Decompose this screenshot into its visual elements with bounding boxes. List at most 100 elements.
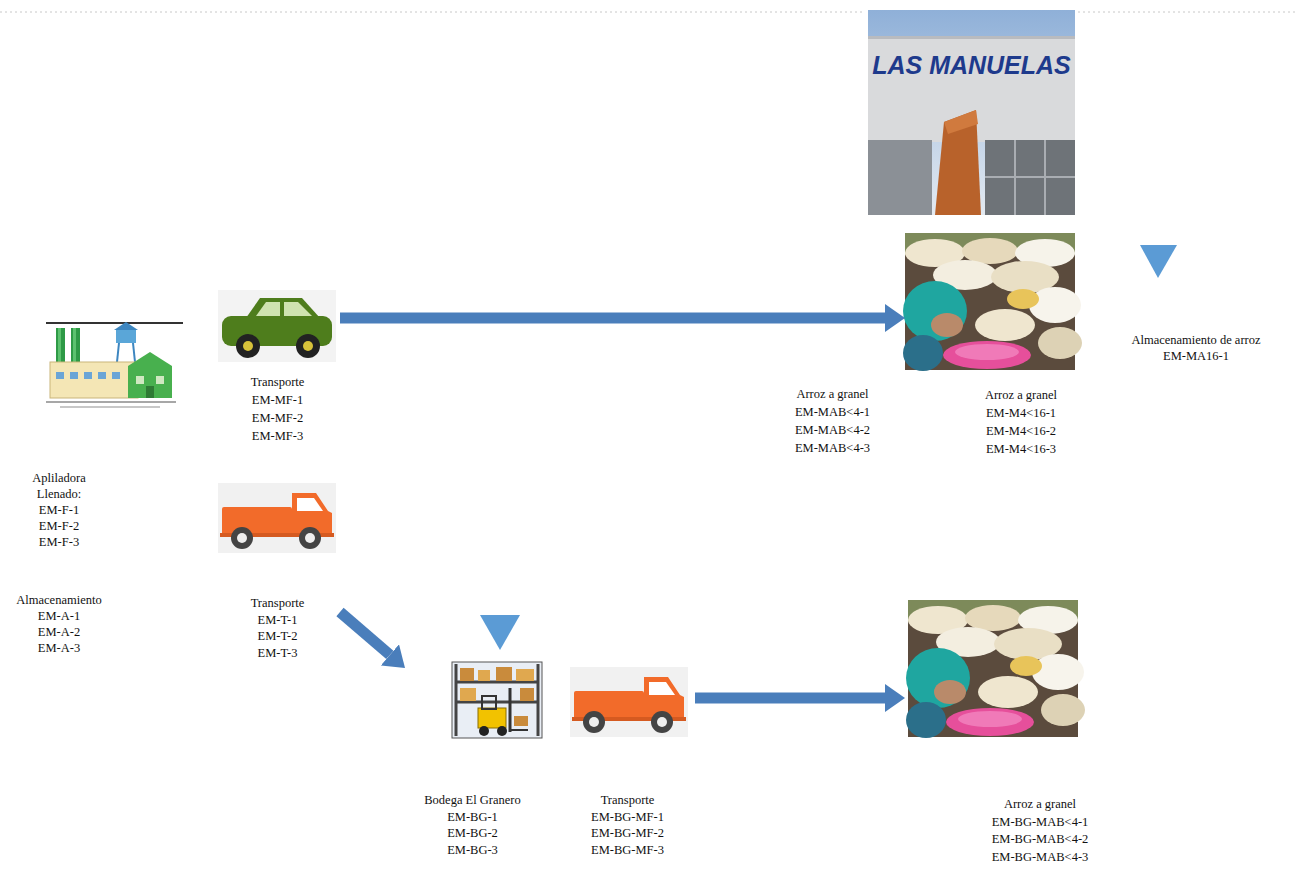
node-label: LAS MANUELAS	[872, 50, 1071, 80]
node-label: EM-M4<16-3	[986, 440, 1056, 458]
car-icon	[243, 341, 253, 351]
node-label: EM-M4<16-2	[986, 422, 1056, 440]
factory-icon	[60, 406, 160, 408]
factory-icon	[112, 372, 120, 379]
warehouse-icon	[482, 696, 496, 709]
flow-arrow	[340, 313, 885, 324]
warehouse-icon	[452, 662, 542, 738]
page-rule	[0, 12, 865, 13]
node-label: EM-MF-1	[252, 391, 303, 409]
storage-triangle	[480, 615, 520, 650]
warehouse-icon	[452, 662, 542, 738]
factory-icon	[46, 401, 176, 403]
node-label: Apliladora	[32, 470, 85, 486]
factory-icon	[117, 343, 119, 362]
car-icon	[303, 341, 313, 351]
building-photo	[868, 36, 1075, 39]
warehouse-icon	[496, 667, 512, 681]
warehouse-icon	[460, 688, 476, 701]
node-label: Bodega El Granero	[424, 792, 521, 809]
warehouse-node: Bodega El GraneroEM-BG-1EM-BG-2EM-BG-3	[405, 612, 540, 858]
transport-node: TransporteEM-BG-MF-1EM-BG-MF-2EM-BG-MF-3	[560, 665, 695, 858]
node-label: EM-MAB<4-2	[795, 421, 870, 439]
factory-icon	[70, 372, 78, 379]
warehouse-icon	[509, 688, 512, 732]
node-label: EM-BG-MF-1	[591, 809, 664, 826]
node-label: EM-A-3	[38, 640, 80, 656]
node-label: Transporte	[251, 595, 305, 612]
page-rule	[0, 12, 1298, 13]
warehouse-icon	[455, 664, 458, 736]
node-label: EM-BG-2	[447, 825, 498, 842]
warehouse-icon	[510, 729, 528, 731]
factory-icon	[116, 330, 136, 343]
factory-icon	[56, 372, 64, 379]
warehouse-icon	[520, 688, 534, 701]
warehouse-icon	[479, 726, 489, 736]
factory-icon	[46, 322, 183, 407]
warehouse-icon	[516, 669, 534, 681]
node-label: Arroz a granel	[1004, 796, 1076, 814]
flow-arrow	[695, 693, 885, 704]
car-icon	[236, 334, 260, 358]
node-label: Llenado:	[37, 486, 81, 502]
building-photo	[868, 140, 932, 215]
node-label: EM-BG-3	[447, 842, 498, 859]
node-label: Transporte	[601, 792, 655, 809]
flow-arrow	[340, 612, 390, 655]
node-label: EM-BG-MAB<4-3	[992, 849, 1089, 867]
factory-icon	[136, 376, 144, 384]
node-label: Arroz a granel	[796, 385, 868, 403]
car-icon	[218, 290, 336, 362]
storage-node: Almacenamiento de arrozEM-MA16-1	[1100, 243, 1292, 364]
car-icon	[256, 302, 280, 316]
factory-icon	[46, 322, 183, 324]
node-label: EM-T-3	[258, 645, 298, 662]
node-label: EM-MAB<4-1	[795, 403, 870, 421]
node-label: EM-MF-2	[252, 409, 303, 427]
building-photo	[935, 110, 981, 215]
building-photo	[868, 10, 1075, 215]
node-label: Almacenamiento	[16, 592, 101, 608]
car-icon	[218, 290, 336, 362]
bulk-rice-node: Arroz a granelEM-MAB<4-1EM-MAB<4-2EM-MAB…	[775, 385, 890, 457]
car-icon	[284, 302, 312, 316]
car-icon	[246, 298, 320, 318]
warehouse-icon	[478, 708, 506, 728]
bulk-rice-node: Arroz a granelEM-BG-MAB<4-1EM-BG-MAB<4-2…	[905, 598, 1105, 866]
truck-icon	[570, 667, 688, 737]
storage-triangle	[1140, 245, 1177, 278]
warehouse-icon	[497, 726, 507, 736]
node-label: EM-BG-MAB<4-2	[992, 831, 1089, 849]
factory-icon	[98, 372, 106, 379]
node-label: Almacenamiento de arroz	[1131, 332, 1260, 348]
factory-icon	[156, 376, 164, 384]
transport-node: TransporteEM-MF-1EM-MF-2EM-MF-3	[215, 290, 340, 445]
building-photo	[985, 176, 1075, 178]
node-label: EM-BG-MF-2	[591, 825, 664, 842]
bulk-rice-node: Arroz a granelEM-M4<16-1EM-M4<16-2EM-M4<…	[905, 233, 1077, 458]
node-label: EM-F-1	[39, 502, 79, 518]
factory-icon	[133, 343, 135, 362]
node-label: EM-BG-MF-3	[591, 842, 664, 859]
factory-icon	[84, 372, 92, 379]
factory-icon	[146, 386, 154, 398]
factory-icon	[50, 362, 138, 398]
car-icon	[296, 334, 320, 358]
node-label: EM-F-3	[39, 534, 79, 550]
building-photo	[985, 140, 1075, 215]
building-photo	[944, 110, 978, 134]
market-photo	[906, 600, 1085, 738]
node-label: EM-BG-1	[447, 809, 498, 826]
node-label: EM-MF-3	[252, 427, 303, 445]
store-node: LAS MANUELAS	[868, 10, 1075, 215]
node-label: EM-MAB<4-3	[795, 439, 870, 457]
node-label: EM-BG-MAB<4-1	[992, 814, 1089, 832]
node-label: EM-A-1	[38, 608, 80, 624]
node-label: Arroz a granel	[985, 386, 1057, 404]
factory-icon	[114, 322, 138, 330]
node-label: EM-T-2	[258, 628, 298, 645]
